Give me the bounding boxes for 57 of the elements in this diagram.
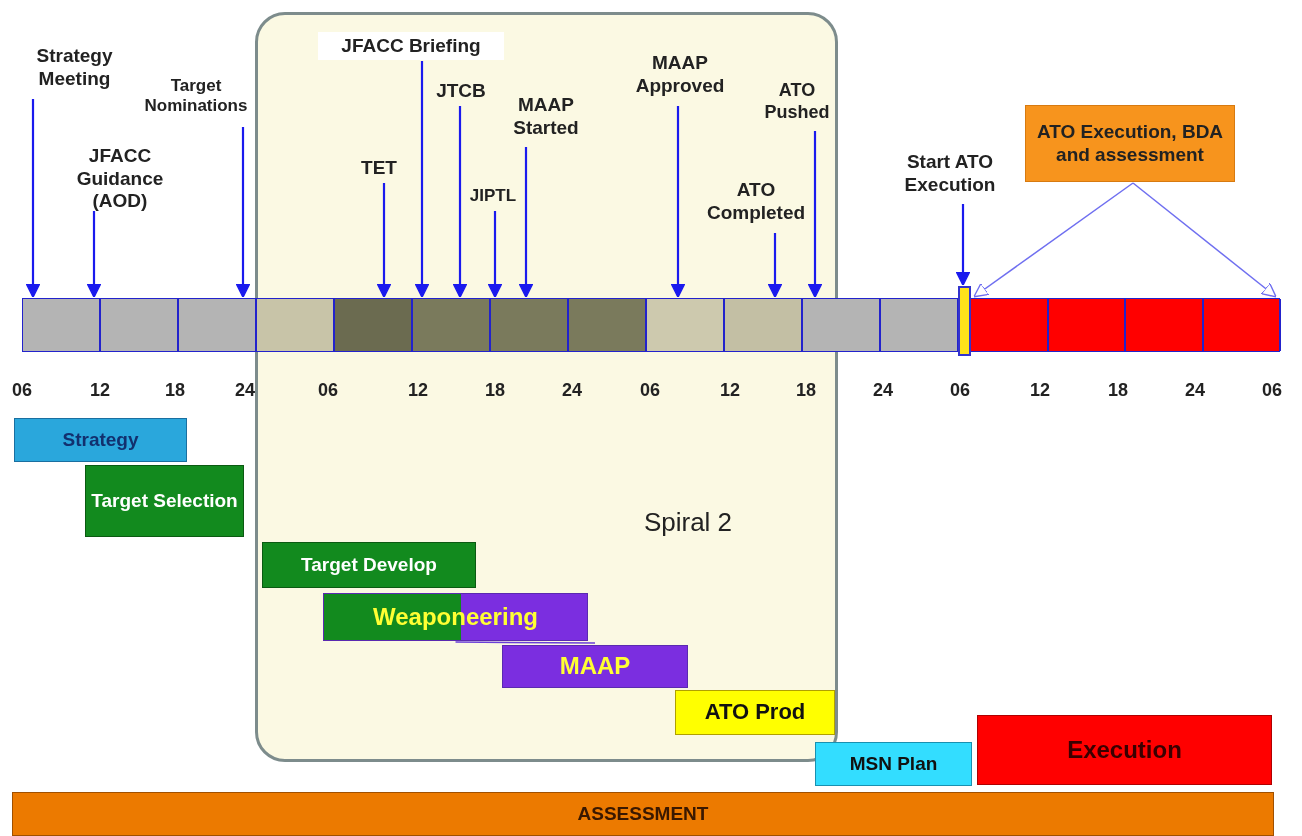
time-tick-label: 18 [484,380,506,401]
event-label: ATO Completed [700,172,812,232]
arrow [414,61,430,298]
time-tick-label: 12 [407,380,429,401]
time-tick-label: 12 [1029,380,1051,401]
callout-box: ATO Execution, BDA and assessment [1025,105,1235,182]
time-tick-label: 24 [234,380,256,401]
event-label: JTCB [428,78,494,105]
arrow [376,183,392,298]
time-tick-label: 06 [11,380,33,401]
time-tick-label: 18 [795,380,817,401]
time-tick-label: 24 [872,380,894,401]
phase-bar: Target Develop [262,542,476,588]
arrow [973,182,1134,298]
phase-bar: ATO Prod [675,690,835,735]
time-tick-label: 06 [1261,380,1283,401]
timeline-marker [958,286,971,356]
time-tick-label: 06 [949,380,971,401]
phase-bar: MAAP [502,645,688,688]
spiral-region [255,12,838,762]
phase-bar: Target Selection [85,465,244,537]
timeline-bar [22,298,1280,352]
time-tick-label: 24 [561,380,583,401]
phase-bar: Execution [977,715,1272,785]
phase-bar: Strategy [14,418,187,462]
event-label: Strategy Meeting [12,38,137,98]
event-label: MAAP Approved [614,45,746,105]
arrow [767,233,783,298]
time-tick-label: 06 [639,380,661,401]
arrow [518,147,534,298]
event-label: ATO Pushed [760,74,834,130]
arrow [670,106,686,298]
connector-line [454,641,596,644]
event-label: Target Nominations [138,66,254,126]
arrow [807,131,823,298]
arrow [25,99,41,298]
arrow [235,127,251,298]
event-label: TET [352,155,406,182]
time-tick-label: 18 [1107,380,1129,401]
arrow [1132,182,1277,298]
arrow [487,211,503,298]
arrow [955,204,971,286]
time-tick-label: 12 [89,380,111,401]
event-label: JFACC Guidance (AOD) [55,148,185,210]
event-label: JFACC Briefing [318,32,504,60]
event-label: Start ATO Execution [884,145,1016,203]
time-tick-label: 18 [164,380,186,401]
arrow [452,106,468,298]
time-tick-label: 06 [317,380,339,401]
event-label: JIPTL [466,183,520,210]
phase-bar: MSN Plan [815,742,972,786]
time-tick-label: 24 [1184,380,1206,401]
region-label: Spiral 2 [642,507,734,539]
arrow [86,211,102,298]
event-label: MAAP Started [500,88,592,146]
phase-bar: ASSESSMENT [12,792,1274,836]
time-tick-label: 12 [719,380,741,401]
